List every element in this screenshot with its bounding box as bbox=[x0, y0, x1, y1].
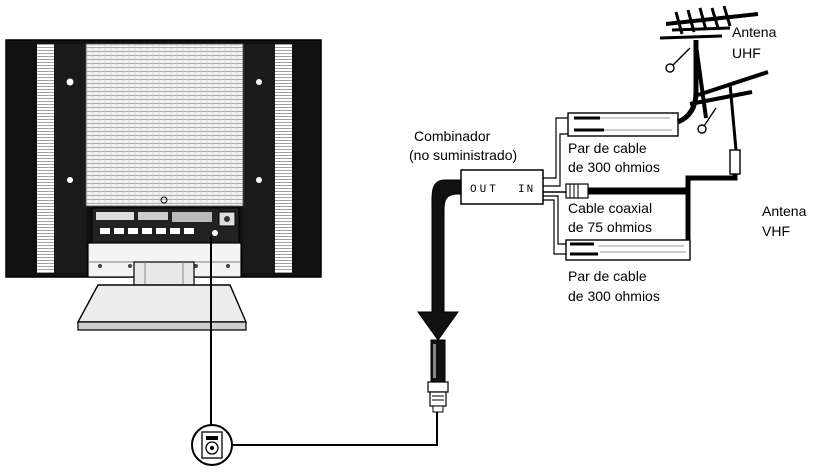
vhf-antenna-label: Antena bbox=[762, 203, 807, 219]
lower-pair-label: Par de cable bbox=[568, 268, 647, 284]
combiner-sublabel: (no suministrado) bbox=[409, 147, 517, 163]
coax-label: Cable coaxial bbox=[568, 200, 652, 216]
combiner-box: OUT IN bbox=[460, 169, 544, 205]
combiner-label: Combinador bbox=[414, 128, 491, 144]
uhf-antenna-icon bbox=[659, 5, 759, 119]
down-arrow-icon bbox=[417, 179, 463, 341]
antenna-jack-icon bbox=[191, 424, 233, 466]
television-rear-icon bbox=[5, 39, 322, 331]
upper-twin-lead bbox=[543, 40, 699, 187]
upper-pair-label: Par de cable bbox=[568, 140, 647, 156]
coax-cable bbox=[543, 183, 688, 199]
vhf-antenna-sublabel: VHF bbox=[762, 223, 790, 239]
uhf-antenna-label: Antena bbox=[732, 24, 777, 40]
lower-pair-sublabel: de 300 ohmios bbox=[568, 288, 660, 304]
uhf-antenna-sublabel: UHF bbox=[732, 45, 761, 61]
lower-twin-lead bbox=[543, 195, 691, 261]
combiner-out-label: OUT bbox=[470, 184, 499, 196]
combiner-in-label: IN bbox=[518, 184, 535, 196]
upper-pair-sublabel: de 300 ohmios bbox=[568, 159, 660, 175]
vhf-antenna-icon bbox=[689, 70, 769, 175]
coax-sublabel: de 75 ohmios bbox=[568, 219, 652, 235]
coax-plug-icon bbox=[427, 339, 449, 413]
